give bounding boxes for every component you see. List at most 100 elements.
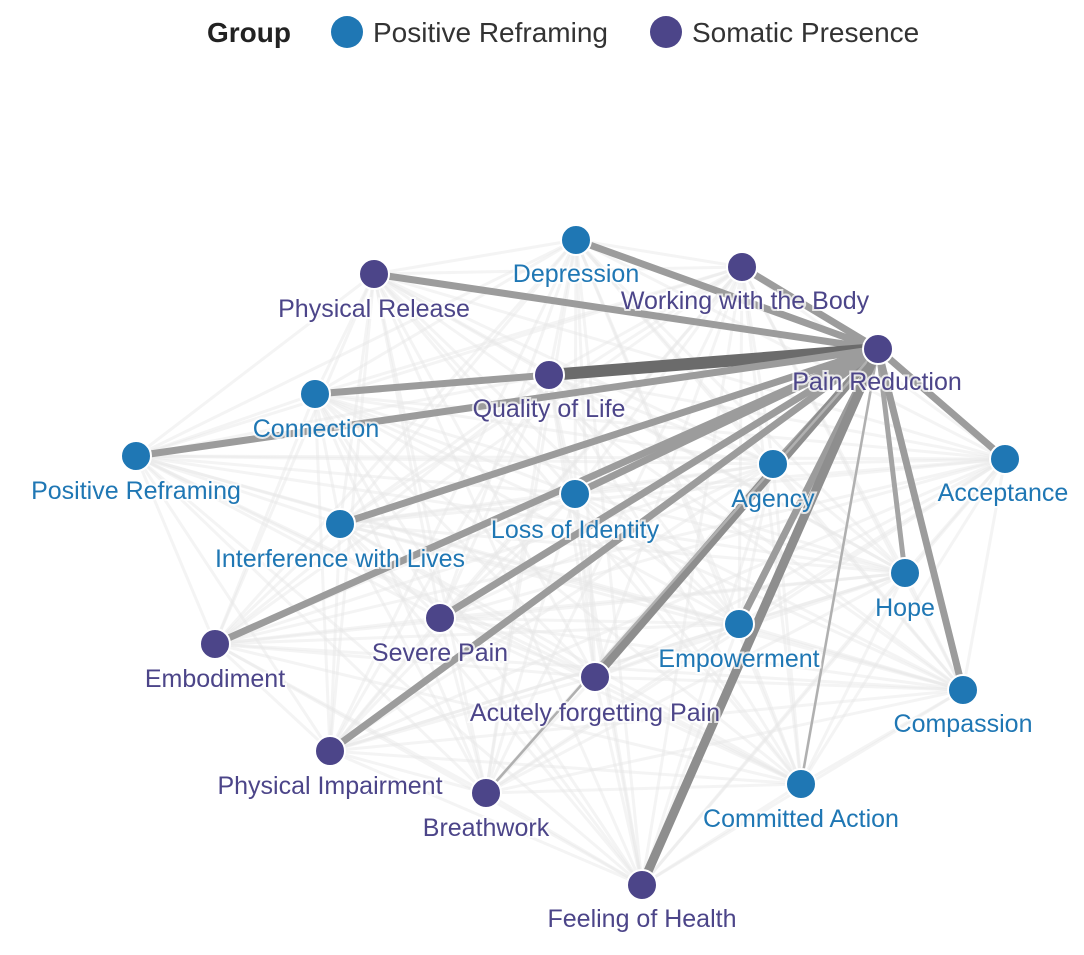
node-acceptance[interactable] <box>989 443 1021 475</box>
background-edge <box>738 571 906 626</box>
node-acutely[interactable] <box>579 661 611 693</box>
background-edge <box>372 273 488 794</box>
background-edge <box>338 273 376 525</box>
edge-pain_reduction-compassion <box>874 345 967 694</box>
node-breathwork[interactable] <box>470 777 502 809</box>
node-label-connection: Connection <box>253 415 379 443</box>
background-edge <box>214 642 596 679</box>
background-edge <box>214 622 740 646</box>
node-label-acceptance: Acceptance <box>938 479 1069 507</box>
background-edge <box>135 454 802 786</box>
background-edge <box>548 373 906 575</box>
background-edge <box>640 463 775 886</box>
background-edge <box>738 622 964 692</box>
background-edge <box>372 273 442 619</box>
background-edge <box>135 454 576 496</box>
background-edge <box>485 622 740 795</box>
node-connection[interactable] <box>299 378 331 410</box>
node-physical-impairment[interactable] <box>314 735 346 767</box>
background-edge <box>438 617 644 886</box>
node-committed-action[interactable] <box>785 768 817 800</box>
background-edge <box>135 272 375 458</box>
background-edge <box>574 239 597 678</box>
node-pain-reduction[interactable] <box>862 333 894 365</box>
background-edge <box>547 374 644 886</box>
background-edge <box>339 522 740 626</box>
node-quality-life[interactable] <box>533 359 565 391</box>
background-edge <box>372 272 741 626</box>
edge-pain_reduction-breathwork <box>484 347 880 795</box>
background-edge <box>338 522 442 620</box>
background-edge <box>574 239 803 785</box>
node-feeling-health[interactable] <box>626 869 658 901</box>
edge-pain_reduction-acceptance <box>874 345 1009 463</box>
node-positive-reframing[interactable] <box>120 440 152 472</box>
background-edge <box>594 675 964 692</box>
node-depression[interactable] <box>560 224 592 256</box>
background-edge <box>594 457 1006 679</box>
background-edge <box>641 782 802 887</box>
edge-pain_reduction-interference <box>336 345 882 528</box>
node-hope[interactable] <box>889 557 921 589</box>
node-embodiment[interactable] <box>199 628 231 660</box>
edge-pain_reduction-positive_reframing <box>132 345 882 460</box>
background-edge <box>329 749 487 795</box>
background-edge <box>135 392 316 458</box>
background-edge <box>214 571 906 646</box>
node-label-empowerment: Empowerment <box>658 645 819 673</box>
background-edge <box>439 616 740 626</box>
background-edge <box>640 572 907 886</box>
background-edge <box>799 572 907 785</box>
legend-swatch-somatic-presence <box>650 16 682 48</box>
background-edge <box>328 523 342 752</box>
node-interference[interactable] <box>324 508 356 540</box>
background-edge <box>593 266 744 678</box>
background-edge <box>314 392 906 575</box>
background-edge <box>214 616 441 646</box>
background-edge <box>737 463 775 625</box>
edge-pain_reduction-quality_life <box>543 343 884 381</box>
background-edge <box>313 393 442 619</box>
legend: Group Positive Reframing Somatic Presenc… <box>207 16 919 48</box>
background-edge <box>213 642 332 753</box>
edge-pain_reduction-embodiment <box>211 345 882 648</box>
background-edge <box>961 458 1007 691</box>
background-edge <box>485 791 643 887</box>
background-edge <box>740 266 907 574</box>
background-edge <box>329 749 802 786</box>
background-edge <box>135 373 550 458</box>
background-edge <box>772 457 1006 466</box>
node-loss-identity[interactable] <box>559 478 591 510</box>
background-edge <box>135 454 1006 461</box>
background-edge <box>328 617 442 752</box>
node-empowerment[interactable] <box>723 608 755 640</box>
node-working-body[interactable] <box>726 251 758 283</box>
edge-pain_reduction-hope <box>875 346 908 576</box>
background-edge <box>314 392 774 466</box>
background-edge <box>800 688 964 786</box>
node-physical-release[interactable] <box>358 258 390 290</box>
node-label-loss-identity: Loss of Identity <box>491 516 660 544</box>
background-edge <box>313 393 488 794</box>
node-severe-pain[interactable] <box>424 602 456 634</box>
background-edge <box>135 454 341 526</box>
node-agency[interactable] <box>757 448 789 480</box>
node-compassion[interactable] <box>947 674 979 706</box>
background-edge <box>135 454 774 466</box>
background-edge <box>313 393 332 752</box>
background-edge <box>313 273 376 395</box>
nodes <box>120 224 1021 901</box>
node-label-acutely: Acutely forgetting Pain <box>470 699 720 727</box>
background-edge <box>771 463 803 785</box>
background-edge <box>213 239 578 645</box>
background-edge <box>438 617 488 794</box>
node-label-agency: Agency <box>731 485 815 513</box>
background-edge <box>574 239 775 465</box>
background-edge <box>135 454 643 887</box>
background-edge <box>439 462 774 620</box>
background-edge <box>134 454 488 795</box>
node-label-embodiment: Embodiment <box>145 665 285 693</box>
background-edge <box>214 642 802 786</box>
